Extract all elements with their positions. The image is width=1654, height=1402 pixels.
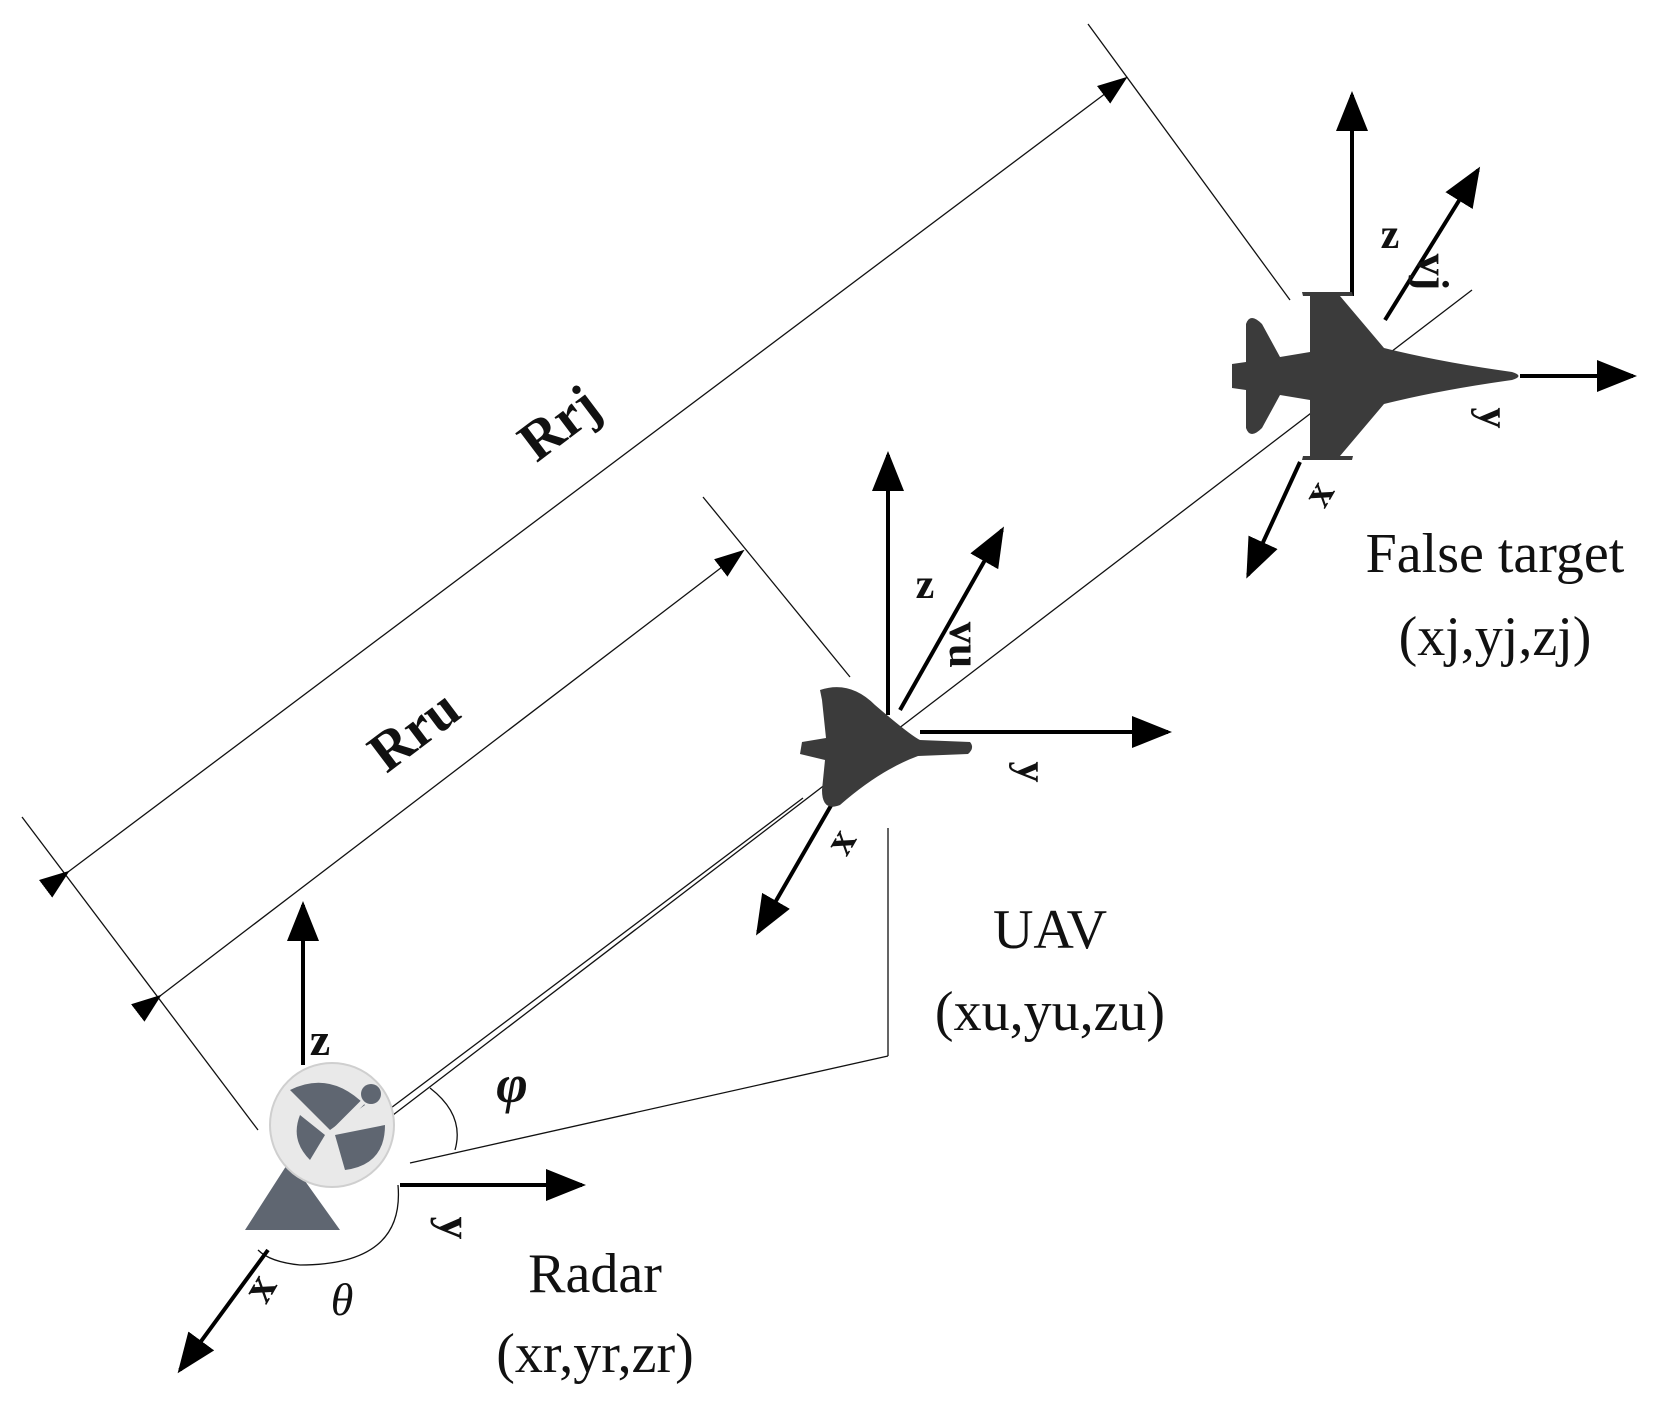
target-x-axis (1246, 461, 1302, 579)
radar-to-target-line (379, 289, 1473, 1126)
fighter-jet-icon (1232, 292, 1519, 460)
uav-axes (755, 451, 1172, 936)
uav-velocity-vector (898, 526, 1004, 711)
radar-axes (177, 901, 586, 1374)
radar-name: Radar (528, 1243, 662, 1305)
uav-aircraft-icon (800, 687, 973, 807)
radar-z-label: z (310, 1014, 330, 1065)
uav-labels: z y x vu UAV (xu,yu,zu) (816, 562, 1166, 1043)
radar-y-label: y (430, 1217, 481, 1240)
radar-coords: (xr,yr,zr) (496, 1323, 694, 1385)
rru-dimension-arrow (131, 549, 745, 1022)
radar-dish-icon (245, 1062, 395, 1230)
rrj-extension-line-target (1087, 23, 1291, 301)
rrj-extension-line-radar (21, 816, 259, 1131)
radar-feed-arm (328, 1095, 370, 1137)
radar-x-axis (177, 1248, 270, 1374)
rru-label: Rru (357, 677, 471, 785)
target-axes (1246, 91, 1637, 579)
target-labels: z y x vj False target (xj,yj,zj) (1294, 212, 1625, 668)
phi-angle-arc (429, 1087, 458, 1151)
target-body (1232, 292, 1519, 460)
radar-to-uav-line (374, 797, 804, 1121)
theta-angle-arc (257, 1184, 400, 1266)
uav-body (800, 687, 973, 807)
theta-label: θ (331, 1274, 354, 1325)
uav-ground-projection-line (409, 1055, 889, 1164)
radar-dish-panel-lower (335, 1125, 385, 1170)
rru-dimension (131, 496, 851, 1022)
target-velocity-label: vj (1408, 254, 1457, 291)
target-velocity-vector (1383, 166, 1481, 322)
uav-coords: (xu,yu,zu) (935, 981, 1165, 1043)
uav-name: UAV (993, 899, 1107, 961)
uav-x-label: x (816, 821, 866, 862)
uav-z-label: z (916, 562, 935, 608)
target-coords: (xj,yj,zj) (1399, 606, 1592, 668)
target-x-label: x (1294, 473, 1344, 514)
uav-x-axis (755, 788, 842, 936)
phi-label: φ (496, 1054, 528, 1114)
target-y-label: y (1470, 408, 1516, 429)
uav-y-label: y (1008, 762, 1054, 783)
target-z-label: z (1381, 212, 1400, 258)
radar-x-label: x (231, 1265, 287, 1310)
radar-feed-horn (361, 1084, 381, 1104)
rrj-label: Rrj (507, 374, 611, 474)
radar-dish-panel-left (296, 1115, 325, 1160)
target-name: False target (1366, 523, 1625, 585)
rru-extension-line-uav (702, 496, 851, 678)
rrj-dimension (21, 23, 1291, 1131)
uav-velocity-label: vu (940, 622, 989, 668)
distance-labels: Rru Rrj (357, 374, 611, 785)
radar-base (245, 1160, 340, 1230)
line-of-sight-group (257, 289, 1473, 1266)
